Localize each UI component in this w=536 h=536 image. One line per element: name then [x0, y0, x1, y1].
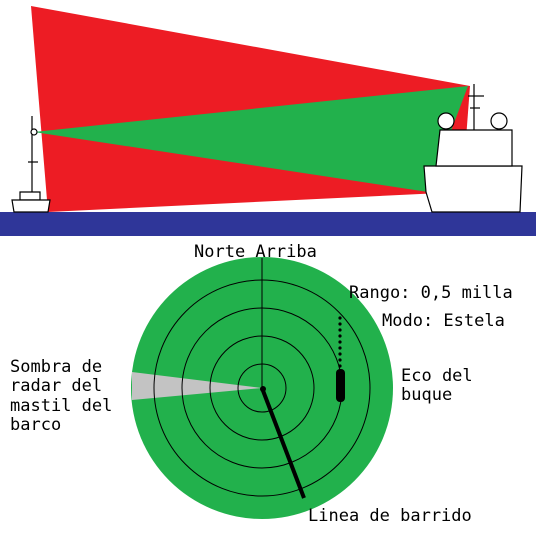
north-up-label: Norte Arriba — [194, 242, 317, 262]
sea — [0, 212, 536, 236]
large-ship-radome-left — [437, 112, 455, 130]
small-ship-radar-antenna — [30, 128, 38, 136]
large-ship — [423, 84, 523, 213]
radar-display — [131, 257, 393, 519]
shadow-label-line-4: barco — [10, 415, 61, 435]
ship-echo — [336, 369, 345, 402]
large-ship-bridge — [435, 129, 513, 167]
shadow-label-line-1: Sombra de — [10, 357, 102, 377]
small-ship-superstructure — [19, 191, 41, 201]
echo-label-line-2: buque — [401, 385, 452, 405]
small-ship-hull — [11, 199, 51, 213]
echo-trail — [338, 316, 342, 368]
shadow-label-line-2: radar del — [10, 376, 102, 396]
mast-shadow-sector — [132, 372, 262, 400]
echo-label-line-1: Eco del — [401, 366, 473, 386]
large-ship-radome-right — [490, 112, 508, 130]
mode-label: Modo: Estela — [382, 311, 505, 331]
sweep-line-label: Linea de barrido — [308, 506, 472, 526]
sweep-line — [260, 387, 306, 499]
large-ship-hull — [423, 165, 523, 213]
shadow-label-line-3: mastil del — [10, 396, 112, 416]
radar-center — [260, 386, 266, 392]
beam-scene — [0, 6, 536, 236]
small-ship — [11, 116, 51, 213]
green-radar-beam — [34, 86, 468, 192]
range-label: Rango: 0,5 milla — [349, 283, 513, 303]
